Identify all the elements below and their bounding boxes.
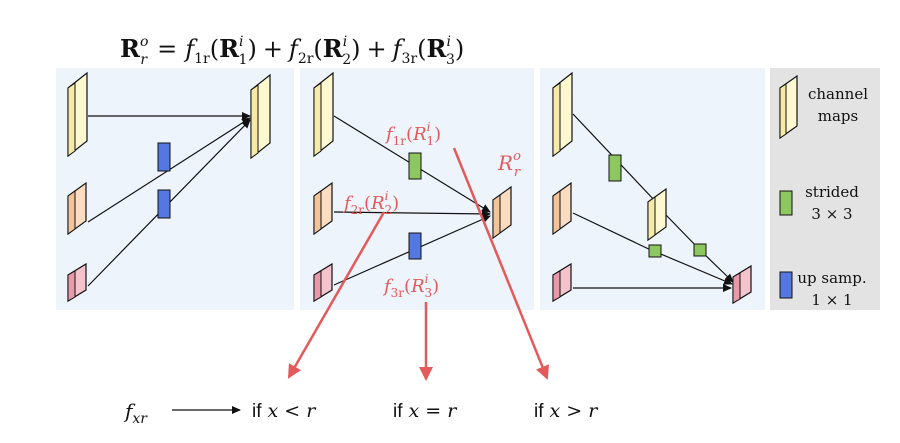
legend: channel maps strided 3 × 3 up samp. 1 × …	[779, 74, 868, 309]
channel-map-large	[552, 71, 573, 158]
strided-block-small	[693, 243, 707, 257]
middle-panel-content	[313, 71, 512, 303]
legend-strided-icon	[779, 190, 793, 216]
upsample-block	[157, 142, 171, 172]
strided-block	[408, 152, 422, 180]
strided-block-small	[648, 244, 662, 258]
strided-block	[608, 154, 622, 182]
output-channel-map	[250, 73, 271, 160]
channel-map-medium	[552, 181, 572, 236]
legend-channel-label: maps	[818, 107, 858, 125]
intermediate-channel-map	[647, 187, 667, 242]
channel-map-small	[67, 262, 87, 303]
legend-upsample-label: 1 × 1	[811, 291, 852, 309]
arrow-down-right	[452, 147, 549, 380]
legend-strided-label: strided	[805, 183, 859, 201]
legend-strided-label: 3 × 3	[811, 205, 852, 223]
output-channel-map	[732, 264, 752, 305]
channel-map-large	[67, 71, 88, 158]
output-channel-map	[492, 185, 512, 240]
left-panel-content	[67, 71, 271, 303]
channel-map-medium	[67, 181, 87, 236]
legend-channel-label: channel	[808, 85, 868, 103]
legend-upsample-icon	[779, 271, 793, 299]
fxr-label: fxr	[123, 399, 148, 427]
arrow-down-left	[287, 211, 386, 379]
channel-map-small	[552, 262, 572, 303]
upsample-block	[157, 189, 171, 219]
channel-map-medium	[313, 181, 333, 236]
legend-channel-icon	[779, 74, 798, 140]
panel-right	[540, 68, 765, 310]
red-arrows	[287, 147, 549, 381]
panel-middle	[300, 68, 534, 310]
upsample-block	[408, 232, 422, 260]
channel-map-large	[313, 71, 334, 158]
channel-map-small	[313, 262, 333, 303]
legend-upsample-label: up samp.	[797, 269, 866, 287]
right-panel-content	[552, 71, 752, 305]
